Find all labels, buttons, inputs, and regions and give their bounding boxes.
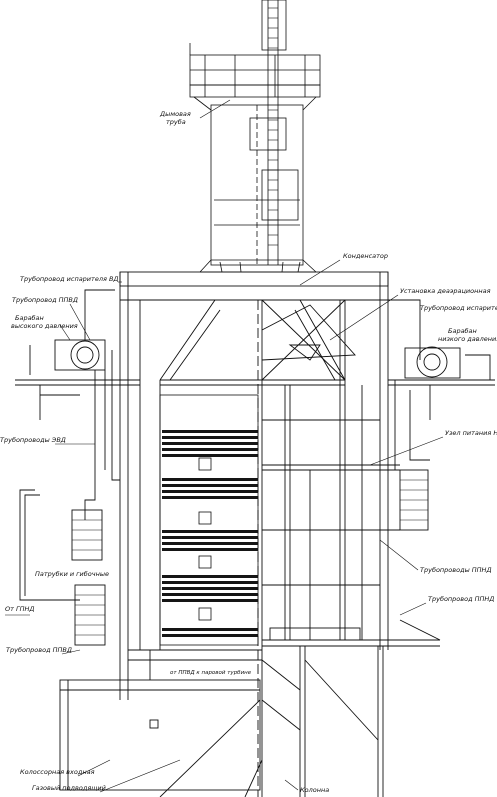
label-chimney-2: труба xyxy=(166,118,186,126)
tube-bundles xyxy=(159,394,259,646)
label-drum-lp-2: низкого давления xyxy=(438,335,497,343)
label-gas-duct: Газовый подводящий xyxy=(32,784,106,792)
label-chimney-1: Дымовая xyxy=(159,110,191,118)
label-hot-conn: Патрубки и гибочные xyxy=(35,570,109,578)
label-condenser: Конденсатор xyxy=(343,252,388,260)
drum-hp xyxy=(25,339,106,381)
label-steam-bypass-vd: Трубопровод испарителя ВД xyxy=(20,275,118,283)
label-pipes-ppnd-2: Трубопровод ППНД xyxy=(428,595,494,603)
label-inlet-box: Колоссорная входная xyxy=(20,768,95,776)
label-from-ppvd: от ППВД к паровой турбине xyxy=(170,670,252,676)
label-drum-lp-1: Барабан xyxy=(448,327,477,335)
label-steam-bypass-nd: Трубопровод испарителя НД xyxy=(420,304,497,312)
steel-frame xyxy=(15,271,495,797)
label-pipes-evd: Трубопроводы ЭВД xyxy=(0,436,66,444)
drum-lp xyxy=(404,346,491,380)
label-from-gpnd: От ГПНД xyxy=(5,605,34,613)
label-lppvd-top-left: Трубопровод ППВД xyxy=(12,296,78,304)
label-lppvd-left: Трубопровод ППВД xyxy=(6,646,72,654)
label-drum-hp-2: высокого давления xyxy=(11,322,78,330)
label-column: Колонна xyxy=(300,786,329,794)
chimney xyxy=(189,0,321,273)
label-pipes-ppnd-1: Трубопроводы ППНД xyxy=(420,566,492,574)
label-feed-nd: Узел питания Н.Д. xyxy=(445,429,497,437)
label-drum-hp-1: Барабан xyxy=(15,314,44,322)
label-deaerator-unit: Установка деаэрационная xyxy=(400,287,491,295)
